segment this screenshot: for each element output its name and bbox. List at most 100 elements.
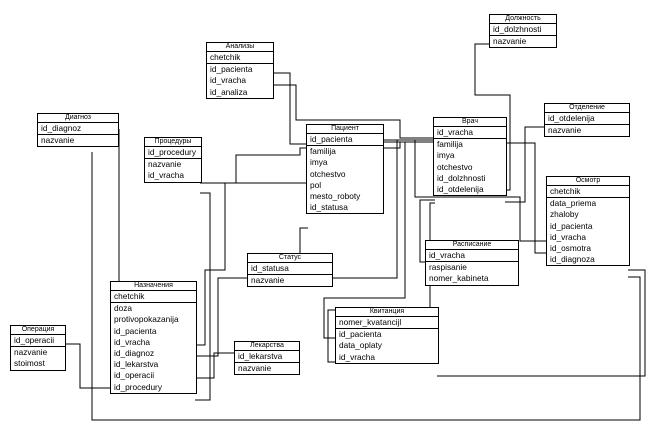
- primary-key-field: id_operacii: [11, 335, 65, 348]
- link-diagnoz-naznachenija: [112, 129, 120, 306]
- primary-key-field: id_lekarstva: [235, 351, 299, 364]
- link-analizy-pacient: [272, 72, 308, 145]
- table-field: familija: [437, 139, 463, 150]
- table-field: nomer_kabineta: [429, 273, 489, 284]
- primary-key-field: chetchik: [111, 291, 196, 304]
- link-diagnoz-osmotr: [91, 152, 641, 421]
- table-field: imya: [310, 157, 328, 168]
- link-naznachenija-operacija: [64, 343, 112, 389]
- table-title: Анализы: [207, 43, 273, 52]
- primary-key-field: id_diagnoz: [38, 123, 118, 136]
- table-title: Врач: [434, 118, 506, 127]
- primary-key-field: chetchik: [547, 186, 629, 199]
- table-field: nazvanie: [493, 36, 527, 47]
- table-title: Назначения: [111, 282, 196, 291]
- table-field: id_operacii: [114, 370, 155, 381]
- table-field: mesto_roboty: [310, 191, 361, 202]
- table-field: nazvanie: [14, 347, 48, 358]
- link-vrach-raspisanie: [419, 199, 435, 263]
- table-field: id_procedury: [114, 381, 162, 392]
- link-osmotr-kvitancija: [437, 269, 646, 377]
- table-field: id_otdelenija: [437, 184, 484, 195]
- table-field: id_pacienta: [210, 64, 253, 75]
- table-field: imya: [437, 150, 455, 161]
- table-field: id_pacienta: [550, 220, 593, 231]
- link-analizy-vrach: [272, 84, 435, 139]
- link-dolzhnost-vrach: [474, 43, 511, 191]
- link-status-pacient: [299, 227, 308, 253]
- table-field: zhaloby: [550, 209, 579, 220]
- table-field: data_oplaty: [339, 340, 382, 351]
- table-title: Пациент: [307, 125, 383, 134]
- link-naznachenija-pacient: [195, 182, 308, 346]
- table-field: protivopokazanija: [114, 314, 179, 325]
- table-field: id_pacienta: [339, 329, 382, 340]
- table-title: Процедуры: [145, 138, 201, 147]
- table-field: raspisanie: [429, 262, 467, 273]
- link-naznachenija-procedury: [195, 192, 211, 401]
- table-field: id_vracha: [339, 351, 375, 362]
- table-field: nazvanie: [238, 363, 272, 374]
- primary-key-field: id_vracha: [426, 250, 518, 263]
- table-title: Расписание: [426, 241, 518, 250]
- table-field: stoimost: [14, 358, 45, 369]
- primary-key-field: id_dolzhnosti: [490, 24, 556, 37]
- table-field: familija: [310, 146, 336, 157]
- primary-key-field: id_statusa: [248, 263, 332, 276]
- table-field: id_dolzhnosti: [437, 172, 486, 183]
- table-field: id_lekarstva: [114, 359, 159, 370]
- link-vrach-osmotr: [505, 142, 548, 254]
- table-field: id_osmotra: [550, 243, 592, 254]
- primary-key-field: chetchik: [207, 52, 273, 65]
- link-pacient-osmotr: [382, 139, 548, 242]
- table-field: id_vracha: [148, 170, 184, 181]
- table-field: id_diagnoz: [114, 348, 155, 359]
- table-field: nazvanie: [41, 135, 75, 146]
- table-field: id_analiza: [210, 86, 248, 97]
- table-title: Осмотр: [547, 177, 629, 186]
- table-field: id_pacienta: [114, 325, 157, 336]
- link-pacient-kvitancija: [323, 141, 406, 339]
- primary-key-field: id_otdelenija: [545, 113, 629, 126]
- table-field: id_statusa: [310, 202, 348, 213]
- table-field: id_vracha: [550, 231, 586, 242]
- table-field: otchestvo: [437, 161, 473, 172]
- table-title: Лекарства: [235, 342, 299, 351]
- link-otdelenie-vrach: [505, 126, 545, 203]
- table-title: Отделение: [545, 104, 629, 113]
- table-title: Операция: [11, 326, 65, 335]
- primary-key-field: nomer_kvatancijl: [336, 317, 438, 330]
- table-field: nazvanie: [548, 125, 582, 136]
- link-procedury-vrach: [200, 141, 435, 184]
- link-naznachenija-lekarstva: [195, 352, 237, 379]
- table-title: Статус: [248, 254, 332, 263]
- table-title: Квитанция: [336, 308, 438, 317]
- table-field: nazvanie: [251, 275, 285, 286]
- table-field: pol: [310, 179, 322, 190]
- table-title: Должность: [490, 15, 556, 24]
- table-field: otchestvo: [310, 168, 346, 179]
- table-field: data_priema: [550, 198, 597, 209]
- table-field: id_diagnoza: [550, 254, 595, 265]
- primary-key-field: id_pacienta: [307, 134, 383, 147]
- table-title: Диагноз: [38, 114, 118, 123]
- table-field: id_vracha: [210, 75, 246, 86]
- primary-key-field: id_procedury: [145, 147, 201, 160]
- table-field: doza: [114, 303, 132, 314]
- table-field: nazvanie: [148, 159, 182, 170]
